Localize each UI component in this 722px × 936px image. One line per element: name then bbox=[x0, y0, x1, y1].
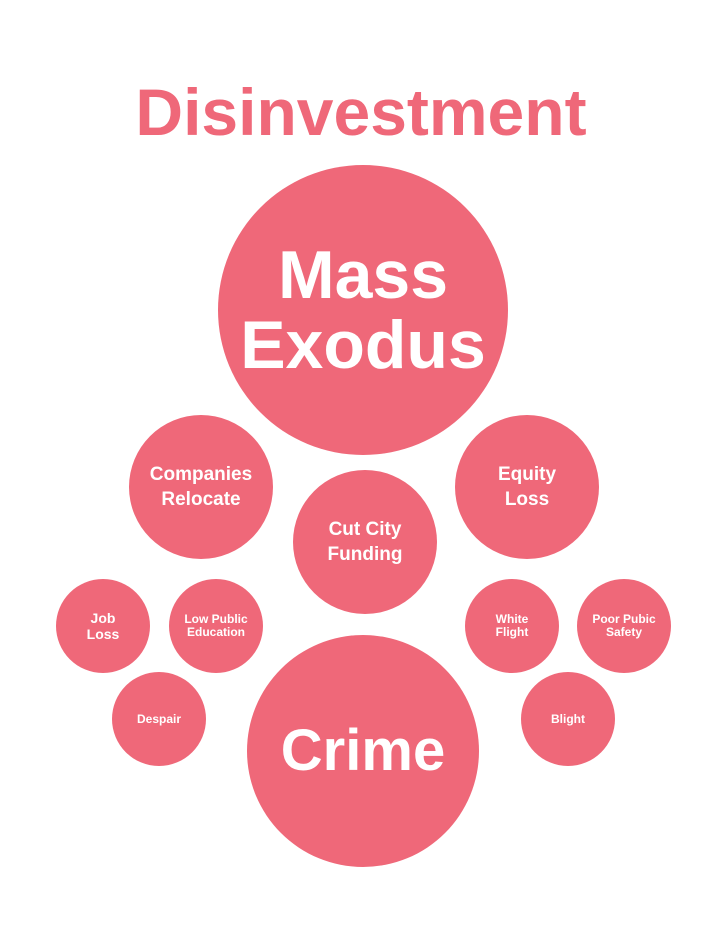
node-blight: Blight bbox=[521, 672, 615, 766]
node-low-public-education: Low Public Education bbox=[169, 579, 263, 673]
node-white-flight: White Flight bbox=[465, 579, 559, 673]
node-companies-relocate: Companies Relocate bbox=[129, 415, 273, 559]
node-despair: Despair bbox=[112, 672, 206, 766]
node-job-loss: Job Loss bbox=[56, 579, 150, 673]
diagram-title: Disinvestment bbox=[135, 75, 587, 149]
node-cut-city-funding: Cut City Funding bbox=[293, 470, 437, 614]
node-crime: Crime bbox=[247, 635, 479, 867]
node-mass-exodus: Mass Exodus bbox=[218, 165, 508, 455]
node-equity-loss: Equity Loss bbox=[455, 415, 599, 559]
node-poor-pubic-safety: Poor Pubic Safety bbox=[577, 579, 671, 673]
